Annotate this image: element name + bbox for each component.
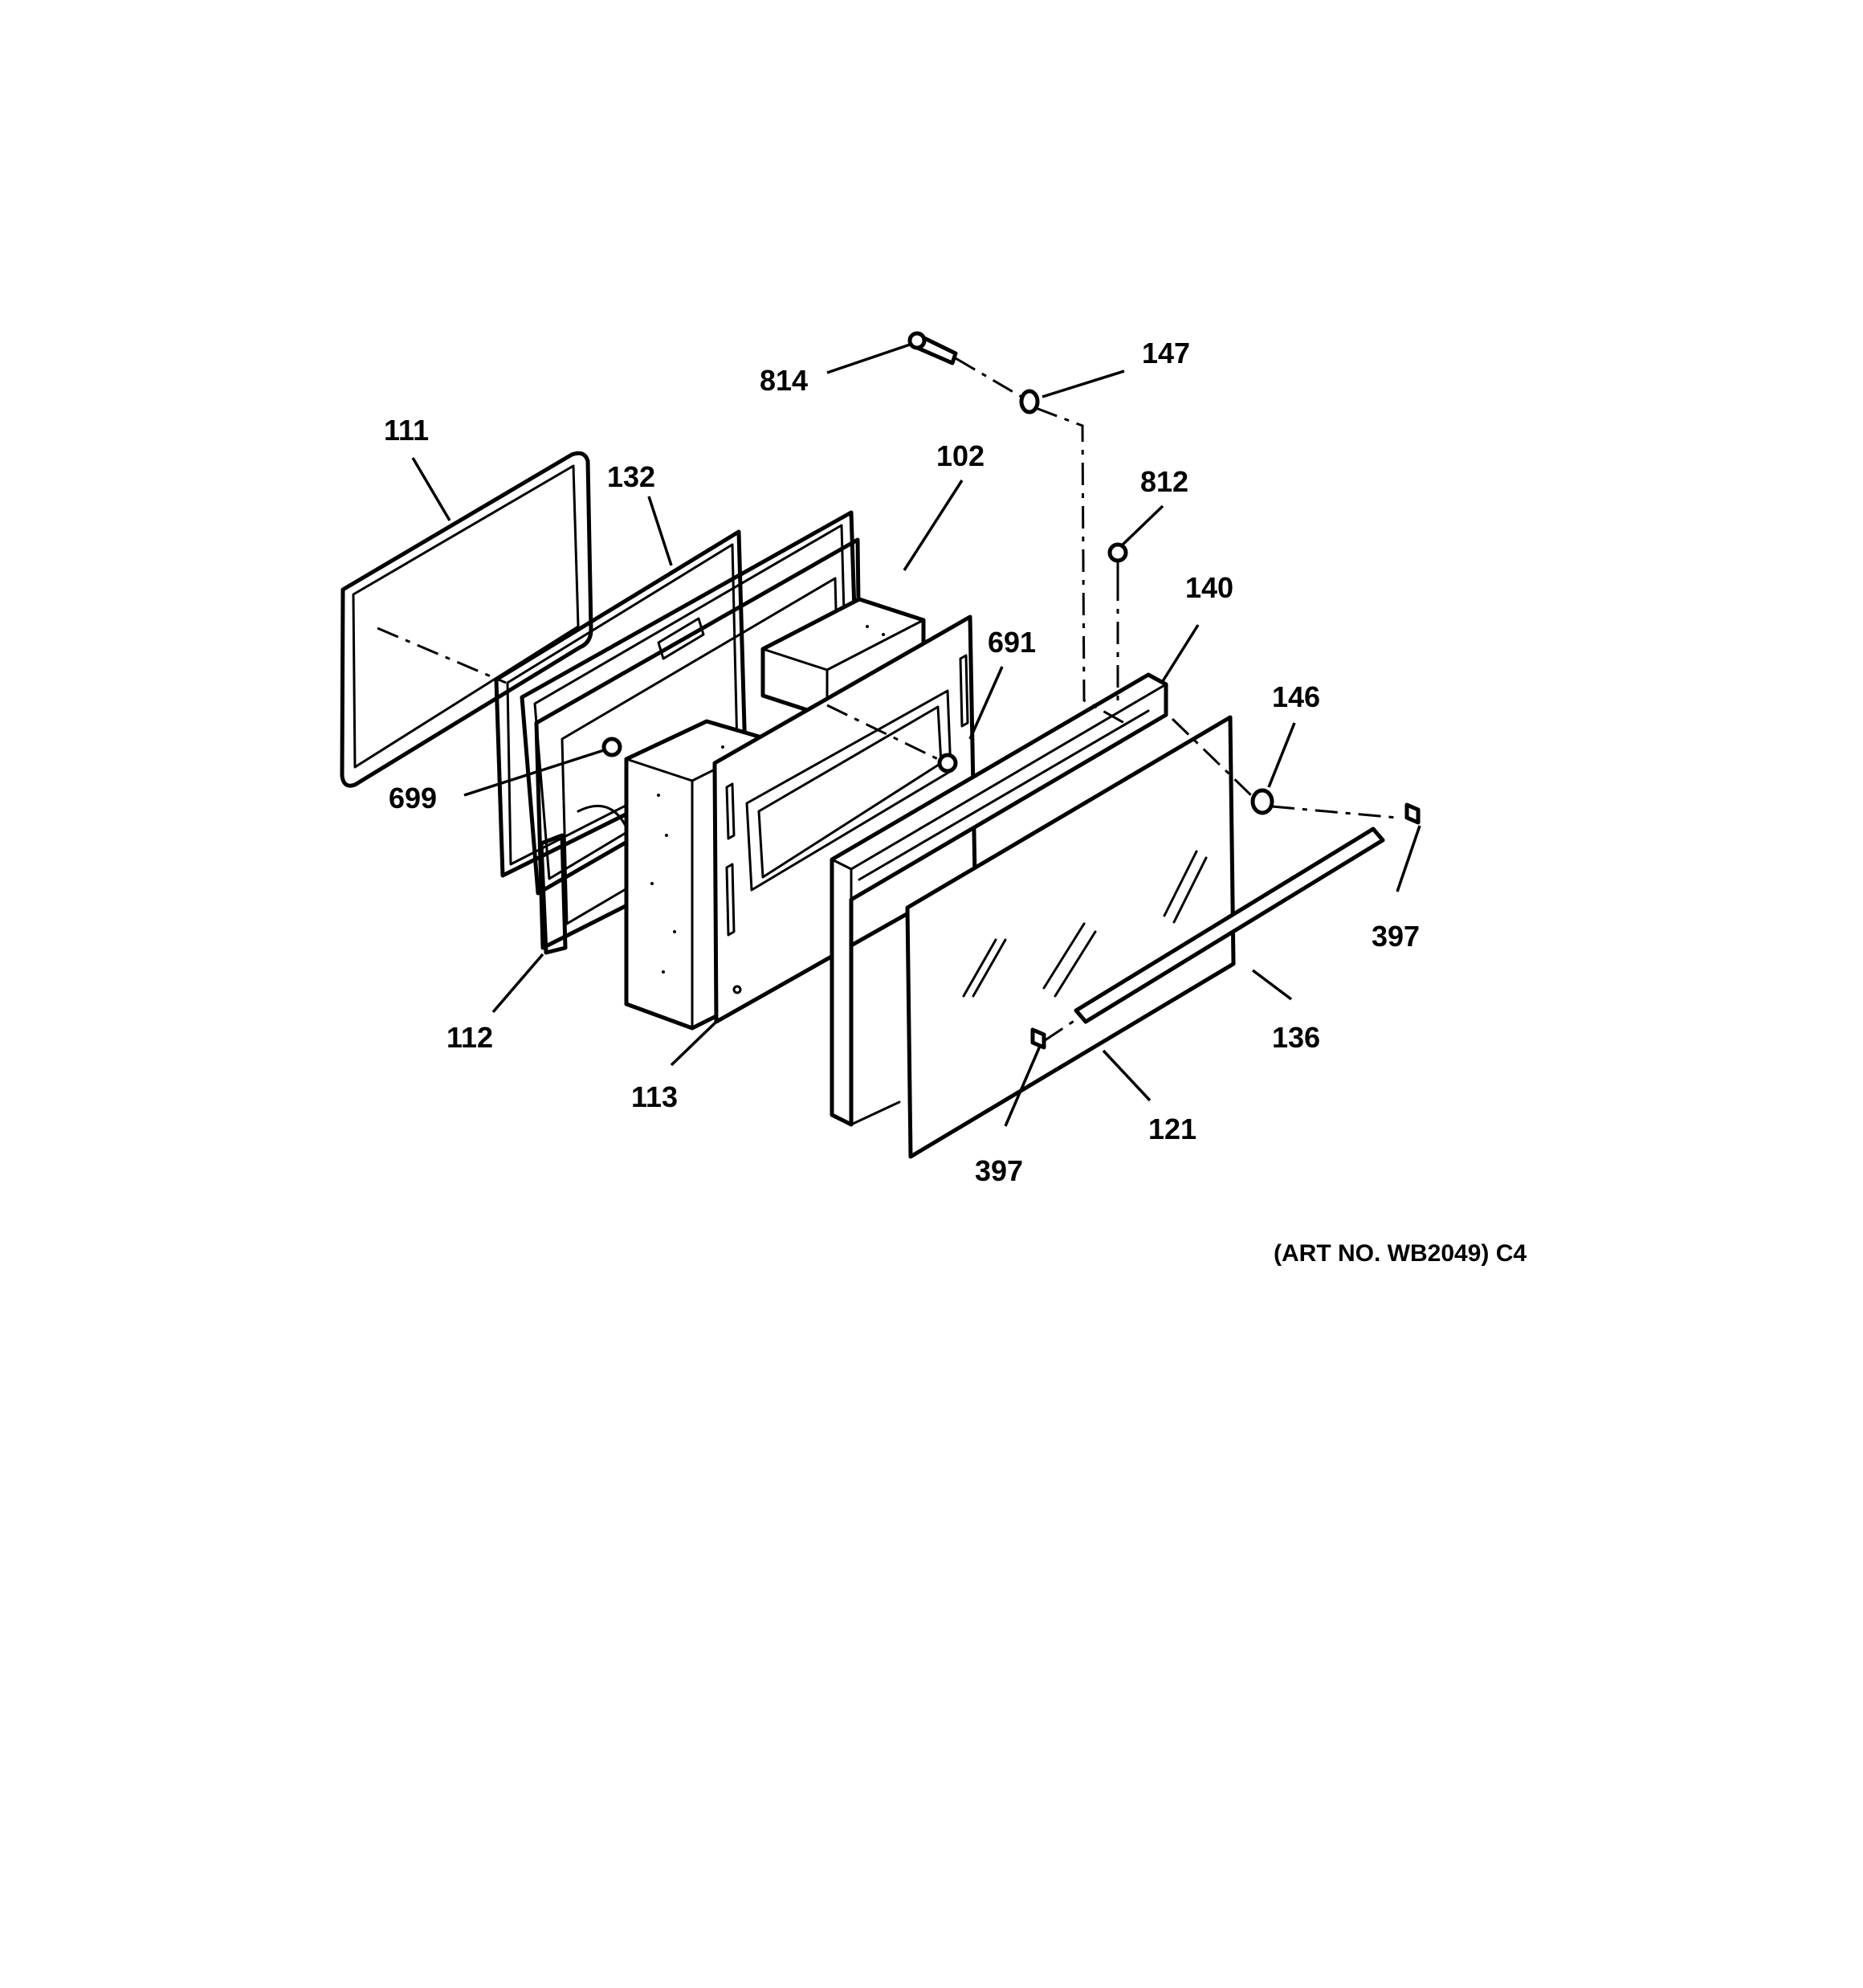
- callout-136: 136: [1272, 1021, 1320, 1054]
- callout-102: 102: [936, 439, 984, 472]
- leader-lines: [411, 342, 1421, 1127]
- part-140-outer-frame: [830, 672, 1168, 1127]
- callout-814: 814: [760, 364, 808, 397]
- callout-132: 132: [607, 460, 655, 493]
- part-136-trim: [1074, 827, 1385, 1024]
- fasteners: [601, 331, 1421, 1050]
- part-121-glass: [905, 715, 1236, 1159]
- callout-147: 147: [1142, 337, 1190, 369]
- callout-397-right: 397: [1372, 920, 1420, 953]
- assembly-lines: [377, 357, 1398, 1043]
- callout-699: 699: [389, 782, 437, 814]
- art-number: (ART NO. WB2049) C4: [1274, 1240, 1527, 1267]
- callout-112: 112: [446, 1021, 493, 1054]
- callout-111: 111: [384, 414, 429, 447]
- callout-146: 146: [1272, 680, 1320, 713]
- callout-labels: 814 147 111 132 102 812 140 691 146 699 …: [384, 337, 1527, 1267]
- part-111-gasket: [340, 451, 593, 788]
- callout-113: 113: [631, 1080, 678, 1113]
- callout-397-bottom: 397: [975, 1154, 1023, 1187]
- callout-812: 812: [1140, 465, 1188, 498]
- callout-140: 140: [1185, 571, 1233, 604]
- callout-121: 121: [1148, 1112, 1196, 1145]
- callout-691: 691: [988, 626, 1036, 659]
